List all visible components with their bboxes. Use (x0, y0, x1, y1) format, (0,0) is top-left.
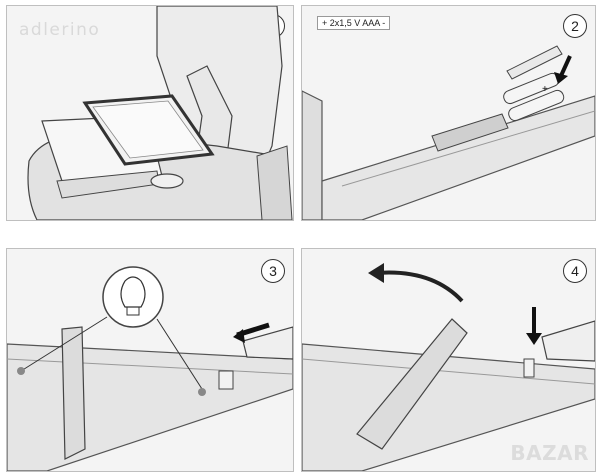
battery-insertion-illustration: + (302, 45, 595, 220)
bulb-icon (102, 266, 164, 328)
step-3-panel: 3 (6, 248, 294, 472)
person-reading-illustration (27, 6, 293, 220)
step-4-number: 4 (563, 259, 587, 283)
light-switch-illustration (7, 266, 293, 471)
step-3-number: 3 (261, 259, 285, 283)
stand-folding-illustration (302, 263, 595, 471)
step-1-panel: adlerino 1 (6, 5, 294, 221)
battery-spec-label: + 2x1,5 V AAA - (317, 16, 391, 30)
bazar-watermark: BAZAR (510, 441, 589, 465)
step-4-panel: 4 BAZAR (301, 248, 596, 472)
step-2-panel: + 2x1,5 V AAA - 2 + (301, 5, 596, 221)
brand-watermark: adlerino (19, 20, 101, 40)
step-2-number: 2 (563, 14, 587, 38)
battery-plus-mark: + (542, 84, 548, 95)
